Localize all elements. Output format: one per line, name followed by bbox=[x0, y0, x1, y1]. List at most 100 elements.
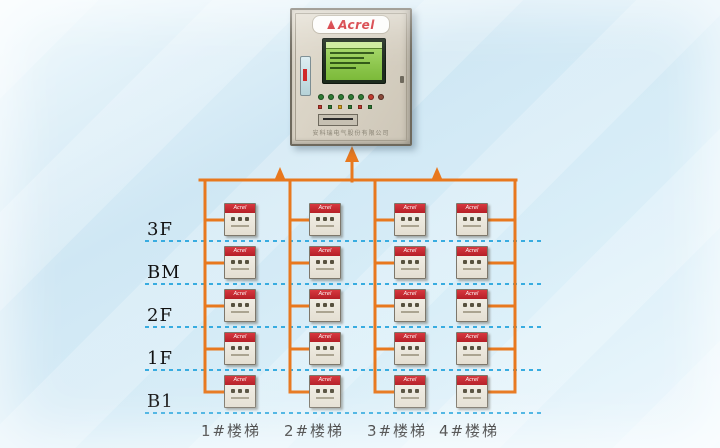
device-detail-line bbox=[463, 311, 481, 313]
status-led bbox=[358, 105, 362, 109]
device-body bbox=[457, 260, 487, 270]
brand-text: Acrel bbox=[338, 17, 375, 32]
floor-label: 3F bbox=[147, 219, 173, 240]
monitor-device-r4-c1: Acrel bbox=[224, 332, 256, 365]
device-terminals bbox=[225, 217, 255, 221]
monitor-device-r5-c3: Acrel bbox=[394, 375, 426, 408]
device-body bbox=[225, 260, 255, 270]
device-brand-text: Acrel bbox=[318, 377, 332, 383]
device-label-strip: Acrel bbox=[310, 247, 340, 256]
device-body bbox=[225, 217, 255, 227]
device-detail-line bbox=[463, 225, 481, 227]
device-body bbox=[457, 217, 487, 227]
device-brand-text: Acrel bbox=[403, 205, 417, 211]
device-body bbox=[395, 260, 425, 270]
device-detail-line bbox=[401, 354, 419, 356]
device-terminals bbox=[310, 303, 340, 307]
device-brand-text: Acrel bbox=[318, 291, 332, 297]
device-body bbox=[225, 389, 255, 399]
panel-button bbox=[328, 94, 334, 100]
device-detail-line bbox=[401, 225, 419, 227]
device-brand-text: Acrel bbox=[318, 248, 332, 254]
screen-content-line bbox=[330, 52, 374, 54]
monitor-device-r5-c4: Acrel bbox=[456, 375, 488, 408]
device-brand-text: Acrel bbox=[465, 334, 479, 340]
monitor-device-r5-c1: Acrel bbox=[224, 375, 256, 408]
monitor-device-r2-c3: Acrel bbox=[394, 246, 426, 279]
stair-column-label: 4#楼梯 bbox=[438, 422, 500, 440]
device-terminals bbox=[457, 389, 487, 393]
monitor-device-r3-c2: Acrel bbox=[309, 289, 341, 322]
brand-plate: Acrel bbox=[312, 15, 390, 34]
device-detail-line bbox=[401, 397, 419, 399]
device-label-strip: Acrel bbox=[310, 204, 340, 213]
device-label-strip: Acrel bbox=[395, 204, 425, 213]
device-body bbox=[225, 346, 255, 356]
device-label-strip: Acrel bbox=[395, 333, 425, 342]
bus-up-arrow bbox=[274, 167, 286, 181]
status-led bbox=[328, 105, 332, 109]
device-terminals bbox=[457, 217, 487, 221]
device-label-strip: Acrel bbox=[457, 247, 487, 256]
device-detail-line bbox=[463, 268, 481, 270]
device-detail-line bbox=[401, 268, 419, 270]
device-body bbox=[225, 303, 255, 313]
panel-button bbox=[348, 94, 354, 100]
device-brand-text: Acrel bbox=[318, 334, 332, 340]
device-brand-text: Acrel bbox=[403, 248, 417, 254]
device-detail-line bbox=[316, 268, 334, 270]
monitor-device-r4-c3: Acrel bbox=[394, 332, 426, 365]
device-brand-text: Acrel bbox=[465, 205, 479, 211]
device-brand-text: Acrel bbox=[233, 377, 247, 383]
monitor-device-r2-c2: Acrel bbox=[309, 246, 341, 279]
monitor-device-r2-c4: Acrel bbox=[456, 246, 488, 279]
tube-red-marker bbox=[303, 69, 307, 81]
device-detail-line bbox=[316, 225, 334, 227]
monitor-device-r3-c3: Acrel bbox=[394, 289, 426, 322]
monitor-device-r3-c4: Acrel bbox=[456, 289, 488, 322]
device-body bbox=[395, 303, 425, 313]
device-terminals bbox=[395, 217, 425, 221]
printer-slot bbox=[318, 114, 358, 126]
monitor-device-r4-c4: Acrel bbox=[456, 332, 488, 365]
stair-column-label: 2#楼梯 bbox=[283, 422, 345, 440]
device-brand-text: Acrel bbox=[465, 248, 479, 254]
device-body bbox=[457, 346, 487, 356]
device-detail-line bbox=[316, 311, 334, 313]
device-detail-line bbox=[463, 354, 481, 356]
device-label-strip: Acrel bbox=[310, 376, 340, 385]
device-label-strip: Acrel bbox=[457, 204, 487, 213]
acrel-logo-icon bbox=[327, 20, 336, 29]
status-led bbox=[368, 105, 372, 109]
device-brand-text: Acrel bbox=[233, 334, 247, 340]
monitor-device-r1-c3: Acrel bbox=[394, 203, 426, 236]
lcd-screen bbox=[322, 38, 386, 84]
device-label-strip: Acrel bbox=[310, 290, 340, 299]
lcd-screen-content bbox=[326, 42, 382, 80]
device-detail-line bbox=[401, 311, 419, 313]
device-label-strip: Acrel bbox=[457, 290, 487, 299]
device-terminals bbox=[225, 346, 255, 350]
stair-column-label: 1#楼梯 bbox=[200, 422, 262, 440]
monitor-device-r1-c4: Acrel bbox=[456, 203, 488, 236]
floor-separator-line bbox=[145, 412, 545, 414]
floor-separator-line bbox=[145, 283, 545, 285]
monitor-device-r1-c1: Acrel bbox=[224, 203, 256, 236]
screen-content-line bbox=[330, 57, 364, 59]
device-detail-line bbox=[231, 311, 249, 313]
indicator-tube bbox=[300, 56, 311, 96]
device-body bbox=[395, 346, 425, 356]
device-label-strip: Acrel bbox=[225, 333, 255, 342]
status-led bbox=[348, 105, 352, 109]
device-brand-text: Acrel bbox=[233, 205, 247, 211]
device-detail-line bbox=[316, 397, 334, 399]
monitor-device-r1-c2: Acrel bbox=[309, 203, 341, 236]
device-body bbox=[310, 346, 340, 356]
cabinet-door bbox=[295, 13, 407, 141]
screen-header-bar bbox=[326, 42, 382, 49]
status-led bbox=[338, 105, 342, 109]
screen-content-line bbox=[330, 67, 356, 69]
floor-label: B1 bbox=[147, 391, 174, 412]
device-brand-text: Acrel bbox=[233, 248, 247, 254]
door-lock bbox=[400, 76, 404, 83]
